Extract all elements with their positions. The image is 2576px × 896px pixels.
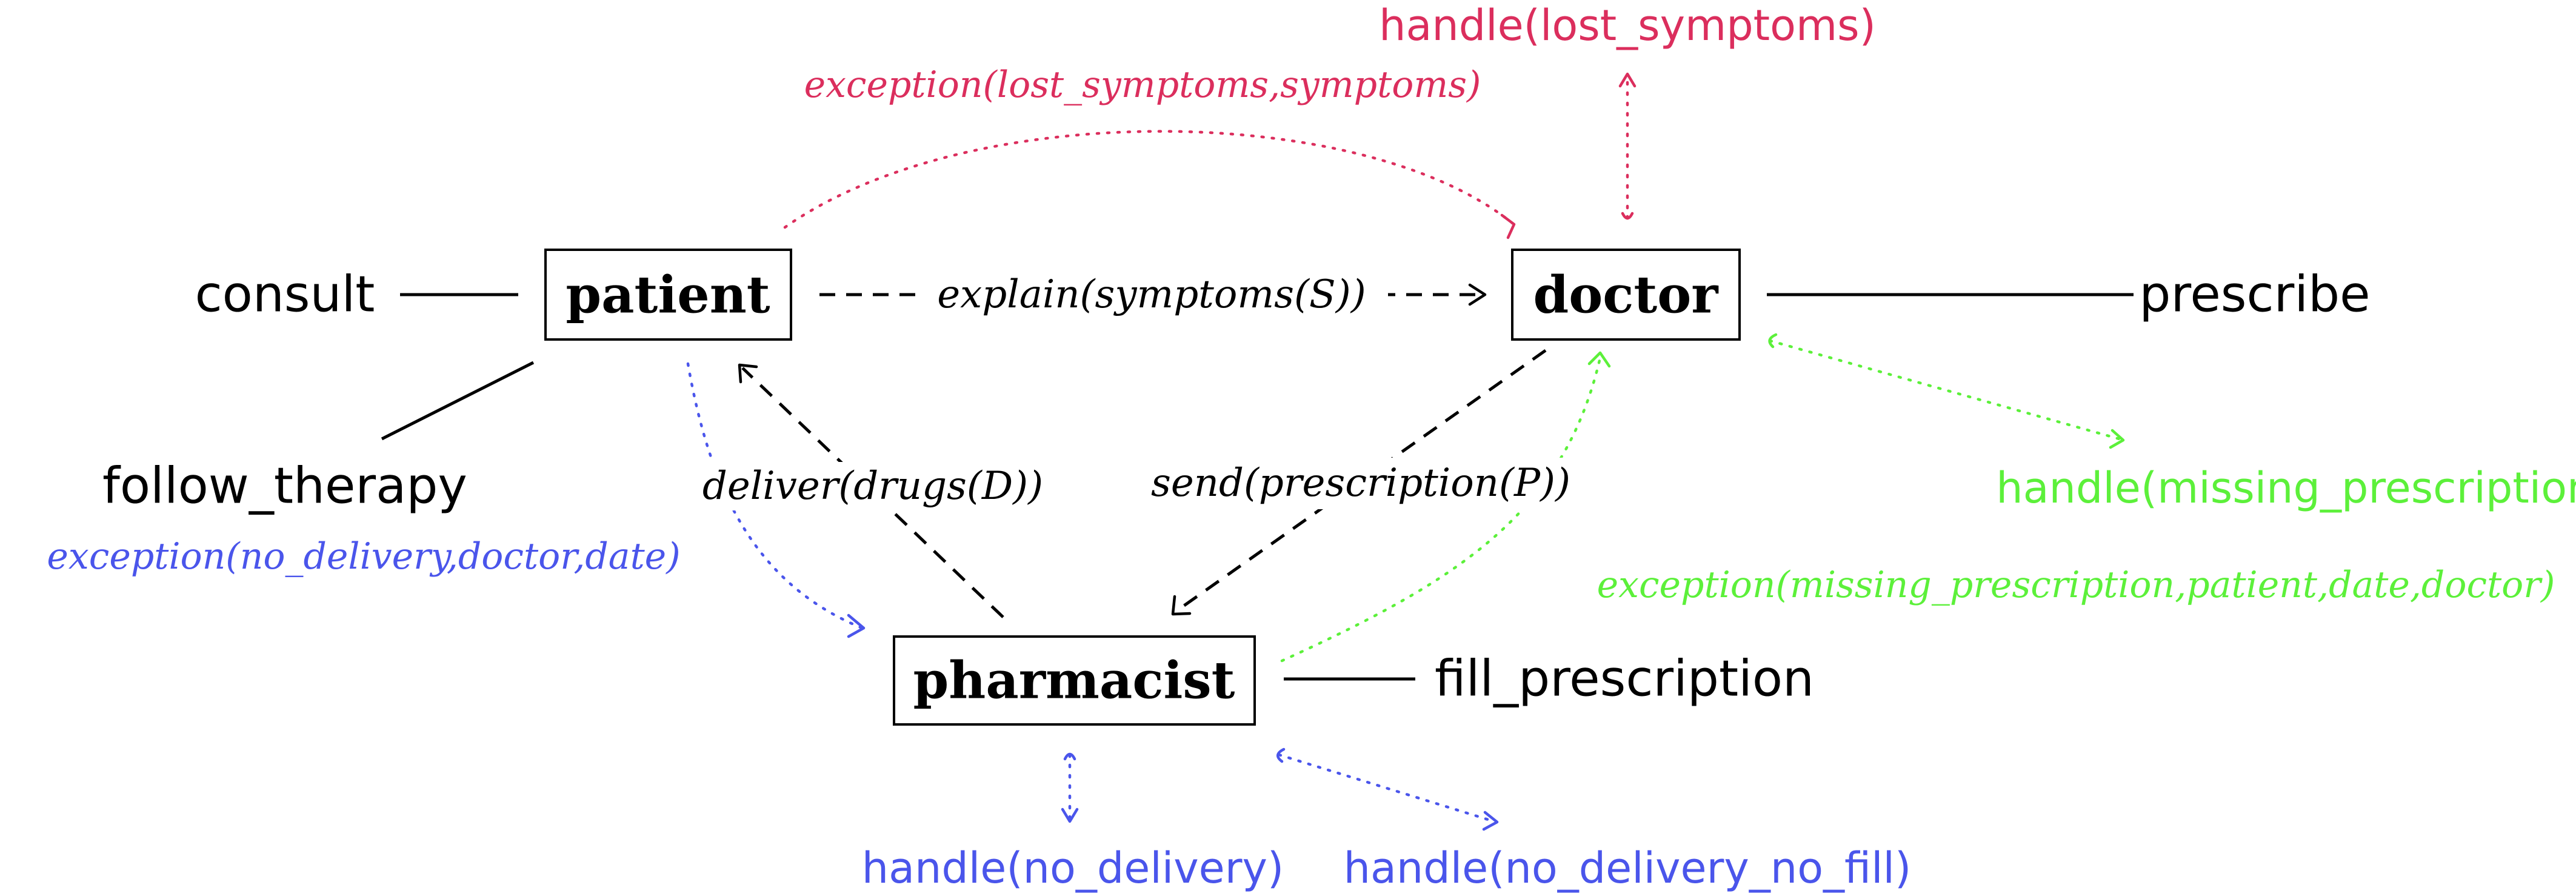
pharmacist-box <box>893 635 1256 726</box>
fill-prescription-label: fill_prescription <box>1435 650 1814 708</box>
follow-therapy-connector <box>381 361 535 441</box>
send-arrow-head <box>1171 595 1192 616</box>
deliver-label: deliver(drugs(D)) <box>702 464 1043 509</box>
explain-label: explain(symptoms(S)) <box>937 272 1366 317</box>
no-delivery-exception-label: exception(no_delivery,doctor,date) <box>47 535 680 578</box>
missing-prescription-handler-label: handle(missing_prescription) <box>1996 463 2576 513</box>
lost-symptoms-handle-head <box>1618 72 1637 88</box>
no-delivery-no-fill-handle-head <box>1482 811 1499 831</box>
deliver-label-bg <box>685 462 1061 510</box>
patient-node: patient <box>544 249 792 341</box>
no-delivery-handle-head <box>1061 807 1079 823</box>
missing-prescription-handle-tail <box>1768 333 1778 349</box>
no-delivery-handler-label: handle(no_delivery) <box>862 843 1284 893</box>
lost-symptoms-handle-tail <box>1621 212 1634 220</box>
no-delivery-exception-head <box>847 613 866 638</box>
send-label: send(prescription(P)) <box>1151 461 1570 506</box>
patient-box <box>544 249 792 341</box>
missing-prescription-exception-head <box>1587 351 1611 368</box>
doctor-node: doctor <box>1511 249 1741 341</box>
no-delivery-no-fill-handle-tail <box>1276 747 1286 763</box>
pharmacist-label: pharmacist <box>913 650 1235 710</box>
explain-label-bg <box>915 270 1388 319</box>
explain-arrow-head <box>1468 283 1487 306</box>
consult-label: consult <box>195 266 375 324</box>
no-delivery-no-fill-handle-arrow <box>1277 753 1496 823</box>
lost-symptoms-handler-label: handle(lost_symptoms) <box>1379 1 1876 50</box>
lost-symptoms-exception-label: exception(lost_symptoms,symptoms) <box>804 64 1481 106</box>
deliver-arrow-head <box>738 363 758 384</box>
deliver-arrow <box>741 367 1004 618</box>
no-delivery-no-fill-handler-label: handle(no_delivery_no_fill) <box>1344 843 1912 893</box>
no-delivery-handle-tail <box>1063 752 1076 761</box>
lost-symptoms-exception-arrow <box>783 130 1514 229</box>
doctor-label: doctor <box>1533 265 1720 325</box>
send-label-bg <box>1127 458 1594 509</box>
doctor-box <box>1511 249 1741 341</box>
patient-label: patient <box>566 265 770 325</box>
missing-prescription-exception-arrow <box>1280 356 1602 663</box>
missing-prescription-handle-head <box>2109 429 2125 449</box>
prescribe-label: prescribe <box>2139 266 2370 324</box>
missing-prescription-exception-label: exception(missing_prescription,patient,d… <box>1597 564 2555 606</box>
lost-symptoms-exception-head <box>1500 213 1516 239</box>
follow-therapy-label: follow_therapy <box>102 458 467 515</box>
pharmacist-node: pharmacist <box>893 635 1256 726</box>
missing-prescription-handle-arrow <box>1768 339 2123 441</box>
